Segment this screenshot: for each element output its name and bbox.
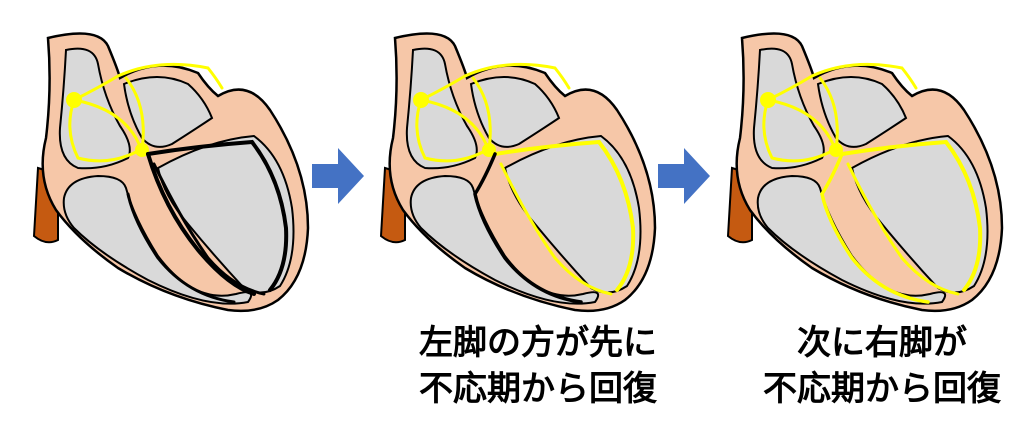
- septal-branch: [152, 162, 266, 296]
- left-bundle-branch: [493, 139, 636, 292]
- caption-right-bundle-recovery: 次に右脚が 不応期から回復: [732, 320, 1024, 412]
- caption-line: 左脚の方が先に: [419, 323, 657, 363]
- right-ventricle-fibers: [126, 192, 236, 304]
- left-bundle-branch: [146, 139, 289, 292]
- septal-branch: [499, 162, 613, 296]
- right-arrow-icon: [658, 148, 710, 204]
- left-bundle-branch: [840, 139, 983, 292]
- caption-line: 次に右脚が: [797, 323, 967, 363]
- right-arrow-icon: [312, 148, 364, 204]
- right-bundle-branch: [146, 152, 256, 296]
- right-bundle-branch: [473, 152, 583, 304]
- heart-diagram-1: [32, 32, 310, 313]
- caption-left-bundle-recovery: 左脚の方が先に 不応期から回復: [388, 320, 688, 412]
- caption-line: 不応期から回復: [419, 369, 657, 409]
- heart-diagram-3: [726, 32, 1004, 313]
- heart-diagram-2: [379, 32, 657, 313]
- right-bundle-branch: [820, 152, 930, 304]
- septal-branch: [846, 162, 960, 296]
- caption-line: 不応期から回復: [763, 369, 1001, 409]
